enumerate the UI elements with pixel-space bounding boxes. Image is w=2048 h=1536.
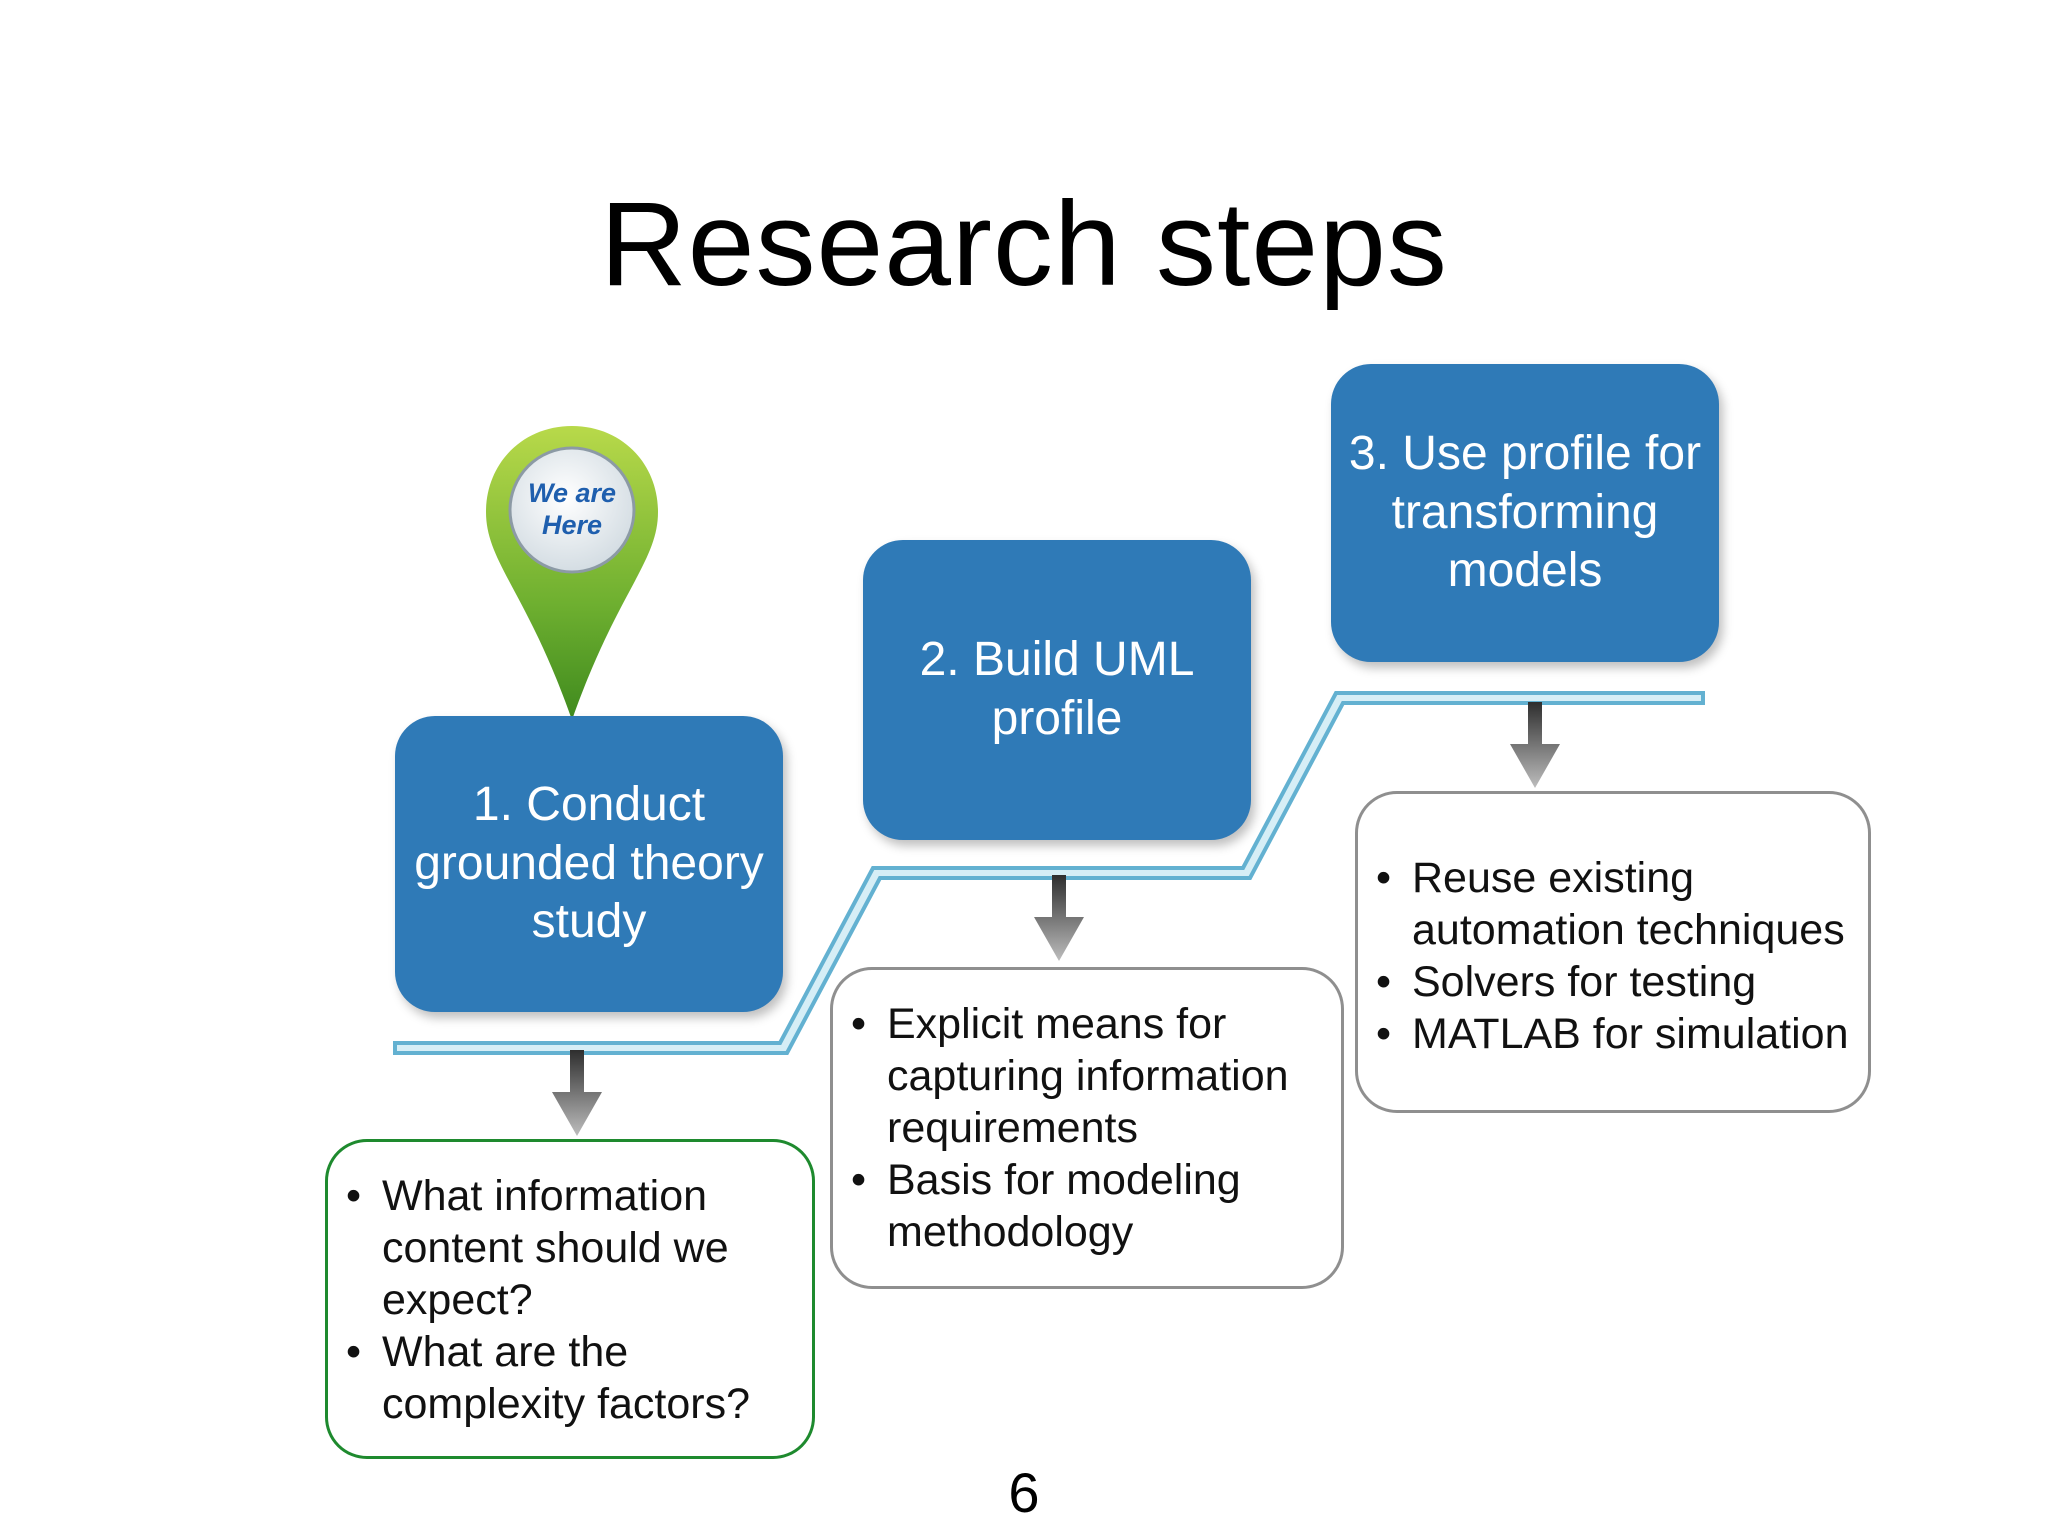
down-arrow-icon [552, 1050, 602, 1136]
down-arrow-icon [1034, 875, 1084, 961]
step-2-label: 2. Build UML profile [919, 633, 1195, 745]
list-item: Explicit means for capturing information… [851, 998, 1323, 1154]
pin-label-line1: We are [528, 478, 616, 508]
step-1-label: 1. Conduct grounded theory study [414, 778, 764, 949]
map-pin-icon: We are Here [486, 426, 658, 720]
page-title: Research steps [600, 177, 1448, 311]
pin-label-line2: Here [542, 510, 602, 540]
list-item: What information content should we expec… [346, 1170, 794, 1326]
step-2-notes: Explicit means for capturing information… [830, 967, 1344, 1289]
step-3-label: 3. Use profile for transforming models [1348, 427, 1702, 598]
down-arrow-icon [1510, 702, 1560, 788]
list-item: Basis for modeling methodology [851, 1154, 1323, 1258]
step-1-notes: What information content should we expec… [325, 1139, 815, 1459]
list-item: MATLAB for simulation [1376, 1008, 1850, 1060]
step-3-notes: Reuse existing automation techniques Sol… [1355, 791, 1871, 1113]
page-number: 6 [1008, 1461, 1040, 1524]
list-item: Solvers for testing [1376, 956, 1850, 1008]
step-2-box: 2. Build UML profile [863, 540, 1251, 840]
list-item: What are the complexity factors? [346, 1326, 794, 1430]
list-item: Reuse existing automation techniques [1376, 852, 1850, 956]
step-3-box: 3. Use profile for transforming models [1331, 364, 1719, 662]
step-1-box: 1. Conduct grounded theory study [395, 716, 783, 1012]
